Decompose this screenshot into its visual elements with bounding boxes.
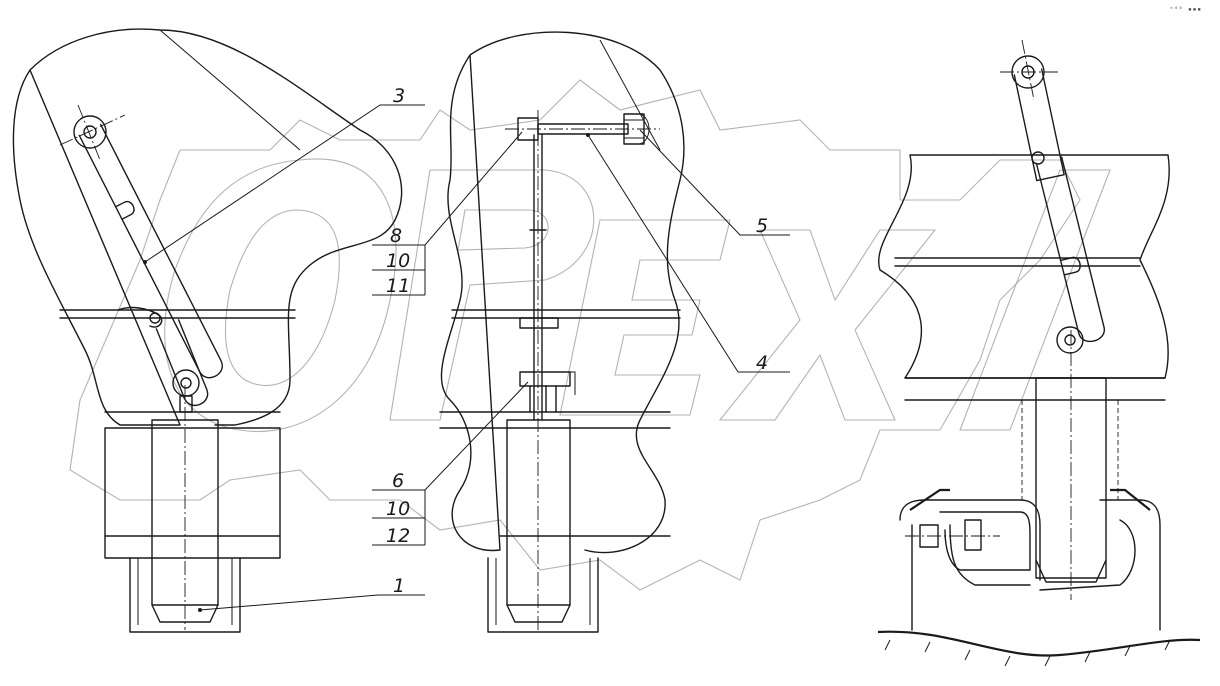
middle-view-break-contour [440,31,685,554]
left-lower-pivot [172,369,200,397]
callout-8: 8 [390,225,402,247]
leader-lines [143,104,790,612]
callout-5: 5 [756,215,768,237]
right-ground-line [877,630,1201,657]
leader-3 [144,104,425,263]
middle-pin-body [506,419,571,606]
right-lower-lever [1035,156,1105,343]
middle-view [439,31,685,633]
right-view [877,39,1201,667]
callout-6: 6 [392,470,404,492]
callout-11: 11 [386,275,410,297]
callout-12: 12 [386,525,410,547]
left-lever [78,123,224,379]
corner-mark: ⁿ⁰⁰ ▪▪▪ [1169,6,1202,13]
watermark-logo [69,79,1111,591]
right-lower-pivot [1056,326,1084,354]
callout-4: 4 [756,352,768,374]
callout-10-upper: 10 [386,250,410,272]
left-view [12,28,403,633]
middle-lower-bolt [519,371,571,387]
callout-3: 3 [393,85,405,107]
callout-10-lower: 10 [386,498,410,520]
leader-4 [587,134,790,373]
left-view-break-contour [12,28,403,426]
callout-1: 1 [393,575,405,597]
callout-labels: 3 1 8 10 11 6 10 12 5 4 [386,85,768,597]
leader-5 [639,129,790,236]
right-clamp-bracket [909,488,1151,511]
leader-1 [199,594,425,611]
left-top-pivot [73,115,107,149]
